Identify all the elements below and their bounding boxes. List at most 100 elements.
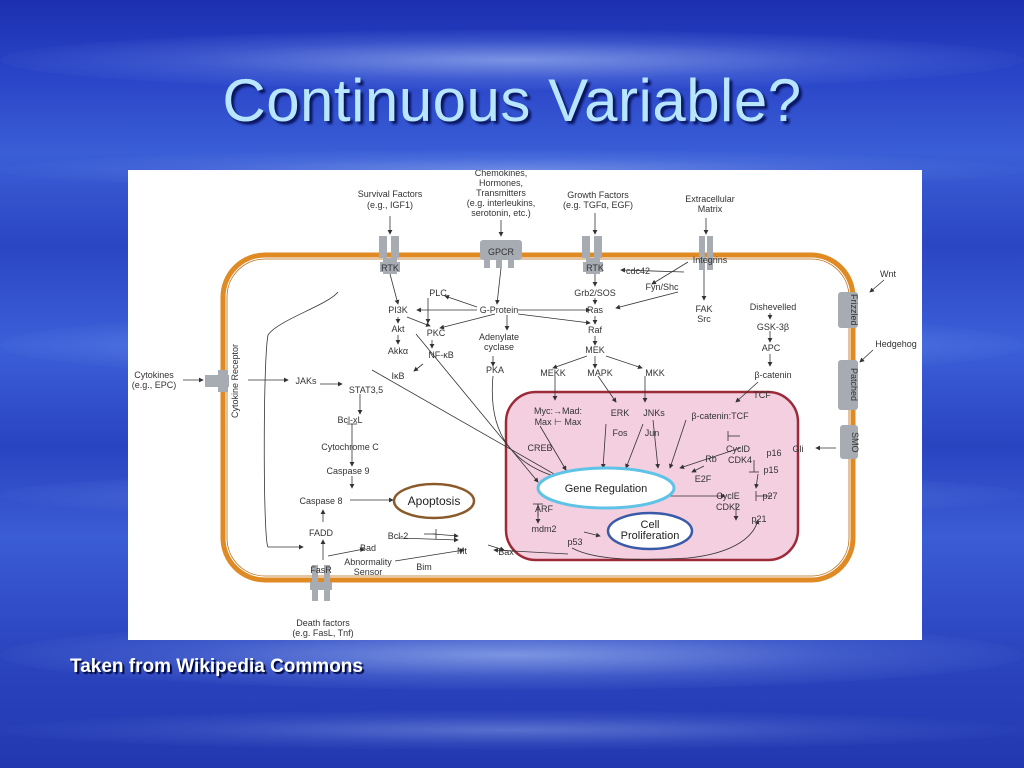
node-arf: ARF bbox=[535, 504, 554, 514]
node-fak: FAK bbox=[695, 304, 712, 314]
frizzled-label: Frizzled bbox=[849, 294, 859, 326]
node-mapk: MAPK bbox=[587, 368, 613, 378]
node-p27: p27 bbox=[762, 491, 777, 501]
node-ras: Ras bbox=[587, 305, 604, 315]
gene-regulation-oval bbox=[536, 466, 676, 510]
apoptosis-oval bbox=[392, 482, 476, 520]
apoptosis-label: Apoptosis bbox=[408, 494, 461, 508]
smo-label: SMO bbox=[850, 432, 860, 453]
cell-proliferation-oval bbox=[606, 511, 694, 551]
cell-proliferation-label: Cell bbox=[641, 519, 660, 531]
wnt-label: Wnt bbox=[880, 269, 897, 279]
gpcr-label: GPCR bbox=[488, 247, 515, 257]
hedgehog-label: Hedgehog bbox=[875, 339, 917, 349]
node-g-protein: G-Protein bbox=[480, 305, 519, 315]
node-plc: PLC bbox=[429, 288, 447, 298]
node-gsk3b: GSK-3β bbox=[757, 322, 789, 332]
death-factors-example: (e.g. FasL, Tnf) bbox=[292, 628, 353, 638]
node-bad: Bad bbox=[360, 543, 376, 553]
rtk-receptor-right bbox=[582, 236, 603, 274]
node-abnormality: Abnormality bbox=[344, 557, 392, 567]
patched-receptor bbox=[838, 360, 858, 410]
rtk-receptor-left bbox=[379, 236, 400, 274]
node-max: Max ⊢ Max bbox=[535, 417, 582, 427]
node-p16: p16 bbox=[766, 448, 781, 458]
node-akka: Akkα bbox=[388, 346, 408, 356]
node-p15: p15 bbox=[763, 465, 778, 475]
pathway-diagram: Survival Factors (e.g., IGF1) Chemokines… bbox=[132, 170, 917, 638]
background-streak bbox=[0, 710, 1024, 750]
signaling-pathway-figure: Survival Factors (e.g., IGF1) Chemokines… bbox=[128, 170, 922, 640]
chemokines-label: Chemokines, bbox=[475, 170, 528, 178]
node-bax: Bax bbox=[498, 547, 514, 557]
node-mdm2: mdm2 bbox=[531, 524, 556, 534]
node-rb: Rb bbox=[705, 454, 717, 464]
node-erk: ERK bbox=[611, 408, 630, 418]
cell-membrane-inner bbox=[226, 258, 850, 577]
node-gli: Gli bbox=[793, 444, 804, 454]
node-pkc: PKC bbox=[427, 328, 446, 338]
node-bim: Bim bbox=[416, 562, 432, 572]
chemokines-label-3: Transmitters bbox=[476, 188, 526, 198]
growth-factors-example: (e.g. TGFα, EGF) bbox=[563, 200, 633, 210]
node-e2f: E2F bbox=[695, 474, 712, 484]
node-fos: Fos bbox=[612, 428, 628, 438]
survival-factors-example: (e.g., IGF1) bbox=[367, 200, 413, 210]
node-abnormality-2: Sensor bbox=[354, 567, 383, 577]
integrin-receptor bbox=[699, 236, 713, 270]
node-mkk: MKK bbox=[645, 368, 665, 378]
input-labels: Survival Factors (e.g., IGF1) Chemokines… bbox=[132, 170, 917, 638]
node-akt: Akt bbox=[391, 324, 405, 334]
node-caspase8: Caspase 8 bbox=[299, 496, 342, 506]
node-cdc42: cdc42 bbox=[626, 266, 650, 276]
node-mek: MEK bbox=[585, 345, 605, 355]
node-adenylate: Adenylate bbox=[479, 332, 519, 342]
gpcr-receptor bbox=[480, 240, 522, 268]
node-dishevelled: Dishevelled bbox=[750, 302, 797, 312]
node-grb2-sos: Grb2/SOS bbox=[574, 288, 616, 298]
node-jun: Jun bbox=[645, 428, 660, 438]
node-mt: Mt bbox=[457, 546, 467, 556]
chemokines-label-2: Hormones, bbox=[479, 178, 523, 188]
cytokine-receptor-label: Cytokine Receptor bbox=[230, 344, 240, 418]
chemokines-label-5: serotonin, etc.) bbox=[471, 208, 531, 218]
growth-factors-label: Growth Factors bbox=[567, 190, 629, 200]
smo-receptor bbox=[840, 425, 858, 459]
node-pka: PKA bbox=[486, 365, 504, 375]
node-jaks: JAKs bbox=[295, 376, 317, 386]
node-bcatenin: β-catenin bbox=[754, 370, 791, 380]
node-jnks: JNKs bbox=[643, 408, 665, 418]
ecm-label: Extracellular bbox=[685, 194, 735, 204]
fasr-receptor bbox=[310, 565, 332, 601]
cytokines-label: Cytokines bbox=[134, 370, 174, 380]
node-cytc: Cytochrome C bbox=[321, 442, 379, 452]
cell-membrane bbox=[220, 252, 856, 583]
node-bcl2: Bcl-2 bbox=[388, 531, 409, 541]
node-myc: Myc:→Mad: bbox=[534, 406, 582, 416]
receptor-labels: RTK GPCR RTK Integrins Frizzled Patched … bbox=[230, 247, 860, 575]
inhibition-edges bbox=[347, 423, 772, 539]
source-caption: Taken from Wikipedia Commons bbox=[70, 656, 363, 677]
node-mekk: MEKK bbox=[540, 368, 566, 378]
node-apc: APC bbox=[762, 343, 781, 353]
node-caspase9: Caspase 9 bbox=[326, 466, 369, 476]
fasr-label: FasR bbox=[310, 565, 332, 575]
node-p21: p21 bbox=[751, 514, 766, 524]
rtk-label-right: RTK bbox=[586, 263, 604, 273]
cytokine-receptor bbox=[205, 370, 229, 392]
survival-factors-label: Survival Factors bbox=[358, 189, 423, 199]
node-cdk4: CDK4 bbox=[728, 455, 752, 465]
node-cycle: CyclE bbox=[716, 491, 740, 501]
node-bcat-tcf: β-catenin:TCF bbox=[691, 411, 749, 421]
slide-title: Continuous Variable? bbox=[222, 67, 802, 134]
node-fadd: FADD bbox=[309, 528, 334, 538]
frizzled-receptor bbox=[838, 292, 858, 328]
node-tcf: TCF bbox=[753, 390, 771, 400]
node-cycd: CyclD bbox=[726, 444, 750, 454]
integrins-label: Integrins bbox=[693, 255, 728, 265]
node-nfkb: NF-κB bbox=[428, 350, 454, 360]
death-factors-label: Death factors bbox=[296, 618, 350, 628]
node-labels: cdc42 Fyn/Shc PLC G-Protein Grb2/SOS PI3… bbox=[295, 266, 803, 577]
node-p53: p53 bbox=[567, 537, 582, 547]
node-raf: Raf bbox=[588, 325, 603, 335]
